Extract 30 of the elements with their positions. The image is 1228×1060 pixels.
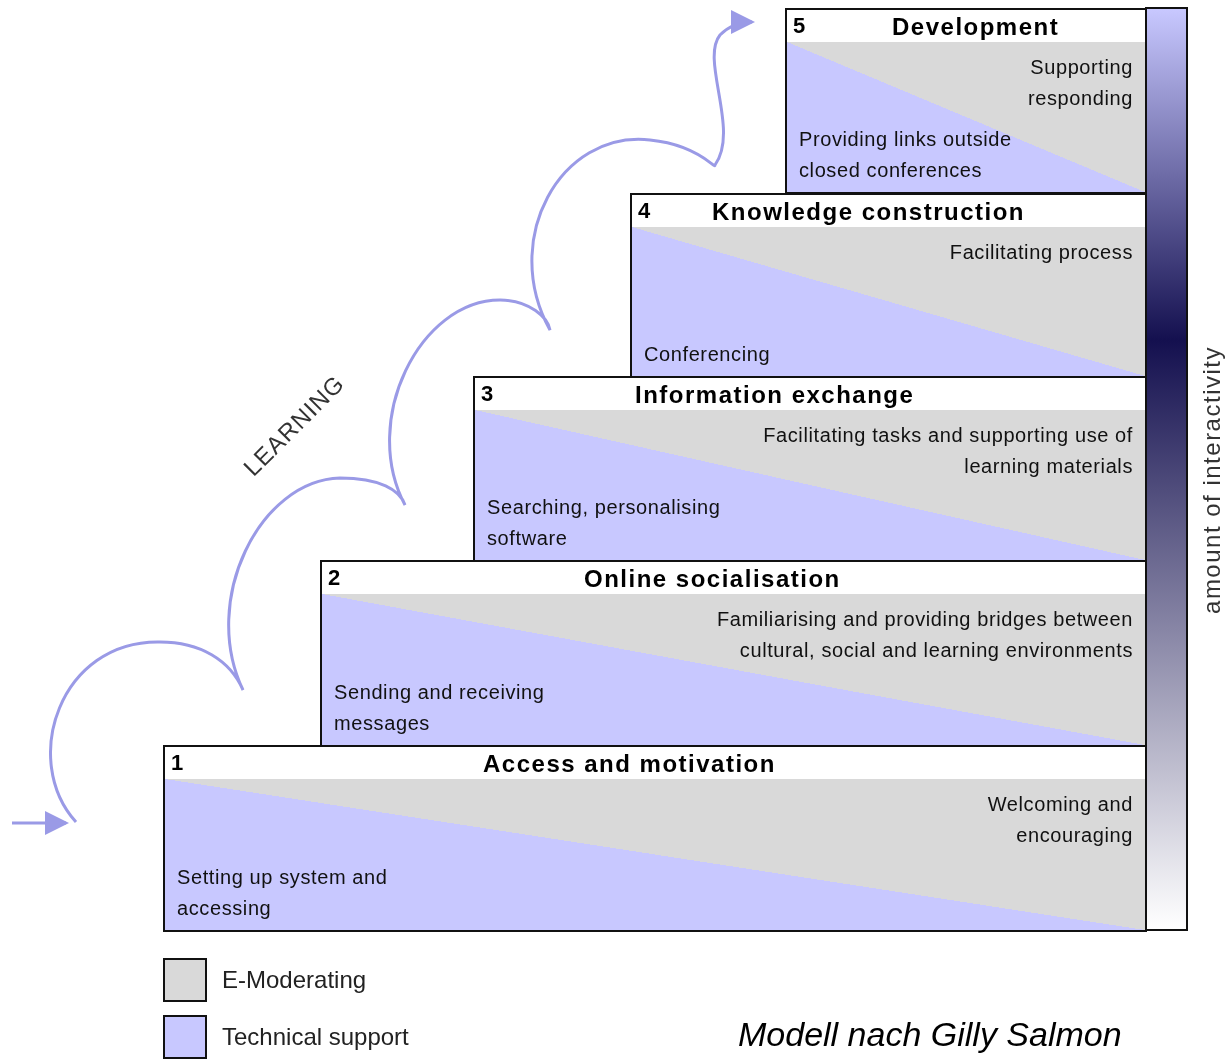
step-number: 3 <box>481 381 494 407</box>
support-text: Providing links outside closed conferences <box>799 127 1013 183</box>
step-title: Development <box>892 13 1060 41</box>
axis-label: amount of interactivity <box>1198 346 1226 614</box>
caption: Modell nach Gilly Salmon <box>738 1015 1122 1054</box>
step-title: Access and motivation <box>483 750 776 778</box>
step-box <box>163 745 1147 932</box>
legend-label: Technical support <box>222 1023 409 1051</box>
support-text: Sending and receiving messages <box>334 680 546 736</box>
step-title: Information exchange <box>635 381 915 409</box>
moderating-text: Welcoming and encouraging <box>986 792 1133 848</box>
legend-label: E-Moderating <box>222 966 367 994</box>
step-number: 5 <box>793 13 806 39</box>
step-number: 2 <box>328 565 341 591</box>
support-text: Searching, personalising software <box>487 495 722 551</box>
step-number: 1 <box>171 750 184 776</box>
support-text: Conferencing <box>644 342 771 367</box>
moderating-text: Facilitating tasks and supporting use of learning materials <box>762 423 1133 479</box>
moderating-text: Familiarising and providing bridges between cultural, social and learning environments <box>716 607 1133 663</box>
step-box <box>473 376 1147 562</box>
interactivity-bar <box>1145 7 1188 931</box>
step-title: Knowledge construction <box>712 198 1025 226</box>
support-text: Setting up system and accessing <box>177 865 389 921</box>
step-number: 4 <box>638 198 651 224</box>
moderating-text: Supporting responding <box>1027 55 1133 111</box>
step-box <box>320 560 1147 747</box>
step-box <box>785 8 1147 194</box>
step-title: Online socialisation <box>584 565 841 593</box>
step-box <box>630 193 1147 378</box>
moderating-text: Facilitating process <box>949 240 1133 265</box>
